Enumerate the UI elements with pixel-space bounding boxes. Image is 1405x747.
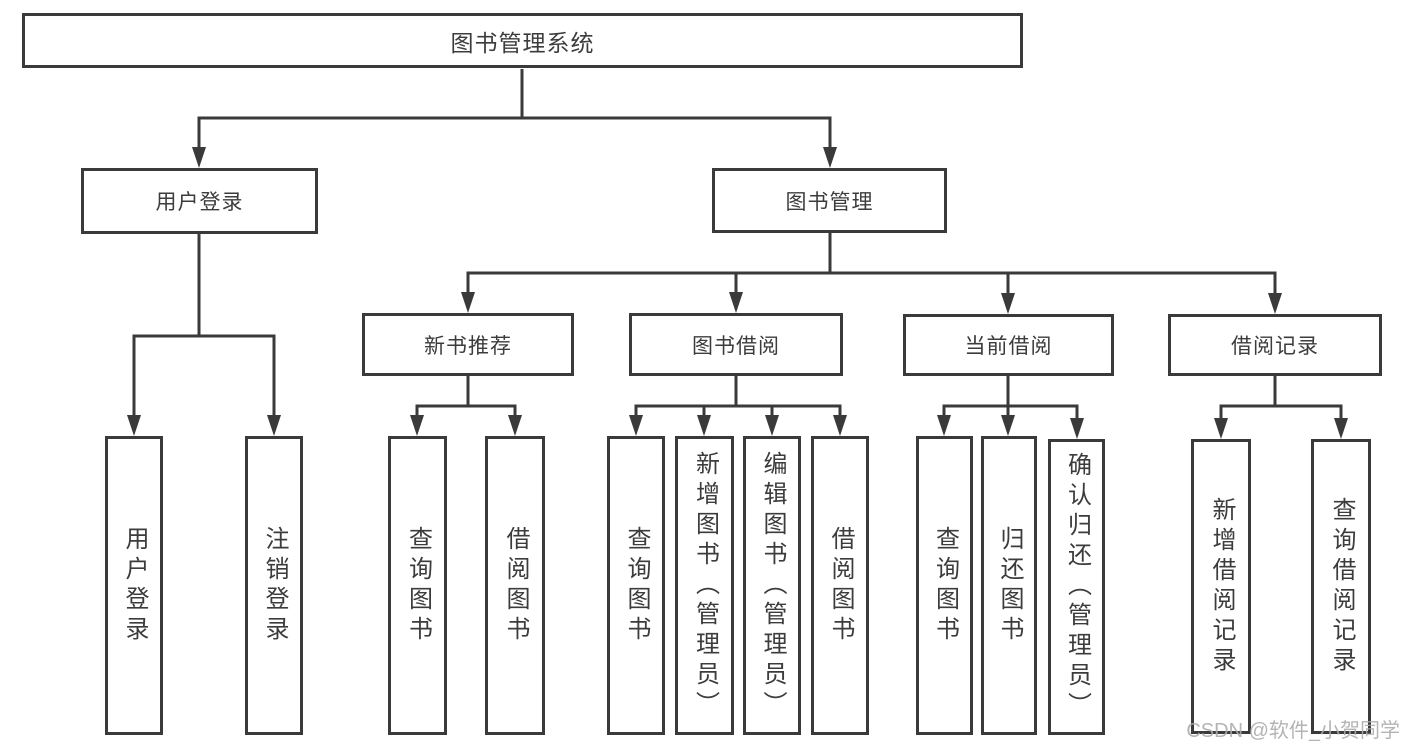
arrowhead-down: [127, 415, 141, 436]
leaf-query-borrow-record: 查询借阅记录: [1311, 439, 1371, 734]
arrowhead-down: [937, 415, 951, 436]
arrowhead-down: [1334, 418, 1348, 439]
leaf-add-borrow-record-label: 新增借阅记录: [1208, 496, 1235, 677]
node-book-borrowing: 图书借阅: [629, 313, 843, 376]
leaf-add-borrow-record: 新增借阅记录: [1191, 439, 1251, 734]
arrowhead-down: [1268, 293, 1282, 314]
leaf-return-books: 归还图书: [981, 436, 1037, 735]
arrowhead-down: [823, 147, 837, 168]
node-root: 图书管理系统: [22, 13, 1023, 68]
leaf-borrow-books-recommend: 借阅图书: [485, 436, 545, 735]
leaf-user-login: 用户登录: [105, 436, 163, 735]
leaf-confirm-return-admin-label: 确认归还（管理员）: [1063, 452, 1091, 722]
arrowhead-down: [192, 147, 206, 168]
leaf-query-books-borrowing: 查询图书: [607, 436, 665, 735]
leaf-edit-books-admin-label: 编辑图书（管理员）: [759, 450, 786, 721]
arrowhead-down: [697, 415, 711, 436]
arrowhead-down: [833, 415, 847, 436]
node-book-management: 图书管理: [712, 168, 947, 233]
connector-new-book-children: [415, 376, 517, 416]
leaf-borrow-books-label: 借阅图书: [827, 525, 854, 646]
leaf-add-books-admin: 新增图书（管理员）: [675, 436, 734, 735]
leaf-query-books-borrowing-label: 查询图书: [623, 525, 650, 646]
arrowhead-down: [508, 415, 522, 436]
leaf-user-login-label: 用户登录: [121, 525, 148, 646]
leaf-query-books-current-label: 查询图书: [931, 525, 959, 646]
node-root-label: 图书管理系统: [450, 29, 595, 56]
leaf-logout: 注销登录: [245, 436, 303, 735]
leaf-edit-books-admin: 编辑图书（管理员）: [743, 436, 801, 735]
csdn-watermark: CSDN @软件_小贺同学: [1186, 720, 1400, 742]
node-borrowing-records-label: 借阅记录: [1231, 335, 1319, 358]
leaf-query-books-recommend-label: 查询图书: [404, 525, 432, 646]
node-current-borrowing-label: 当前借阅: [964, 335, 1053, 358]
node-book-management-label: 图书管理: [785, 190, 874, 214]
arrowhead-down: [1070, 418, 1084, 439]
arrowhead-down: [410, 415, 424, 436]
arrowhead-down: [1214, 418, 1228, 439]
connector-user-login-children: [132, 233, 276, 416]
connector-cur-borrow-children: [942, 376, 1079, 418]
arrowhead-down: [765, 415, 779, 436]
arrowhead-down: [629, 415, 643, 436]
leaf-query-borrow-record-label: 查询借阅记录: [1328, 496, 1355, 677]
node-new-book-recommend-label: 新书推荐: [424, 334, 512, 358]
node-user-login: 用户登录: [81, 168, 318, 234]
arrowhead-down: [1001, 293, 1015, 314]
connector-book-mgmt-children: [466, 233, 1277, 293]
node-current-borrowing: 当前借阅: [903, 314, 1114, 376]
arrowhead-down: [267, 415, 281, 436]
leaf-logout-label: 注销登录: [261, 525, 288, 646]
leaf-borrow-books-recommend-label: 借阅图书: [502, 525, 529, 646]
node-new-book-recommend: 新书推荐: [362, 313, 574, 376]
leaf-query-books-current: 查询图书: [916, 436, 973, 735]
connector-book-borrow-children: [634, 376, 842, 416]
leaf-query-books-recommend: 查询图书: [388, 436, 447, 735]
arrowhead-down: [461, 292, 475, 313]
leaf-confirm-return-admin: 确认归还（管理员）: [1048, 439, 1105, 735]
leaf-return-books-label: 归还图书: [996, 525, 1023, 646]
leaf-add-books-admin-label: 新增图书（管理员）: [691, 450, 719, 721]
arrowhead-down: [1001, 415, 1015, 436]
arrowhead-down: [729, 292, 743, 313]
connector-root-to-level2: [197, 69, 832, 148]
node-borrowing-records: 借阅记录: [1168, 314, 1382, 376]
node-book-borrowing-label: 图书借阅: [692, 334, 780, 358]
node-user-login-label: 用户登录: [155, 191, 244, 214]
connector-borrow-rec-children: [1219, 376, 1343, 418]
leaf-borrow-books: 借阅图书: [811, 436, 869, 735]
